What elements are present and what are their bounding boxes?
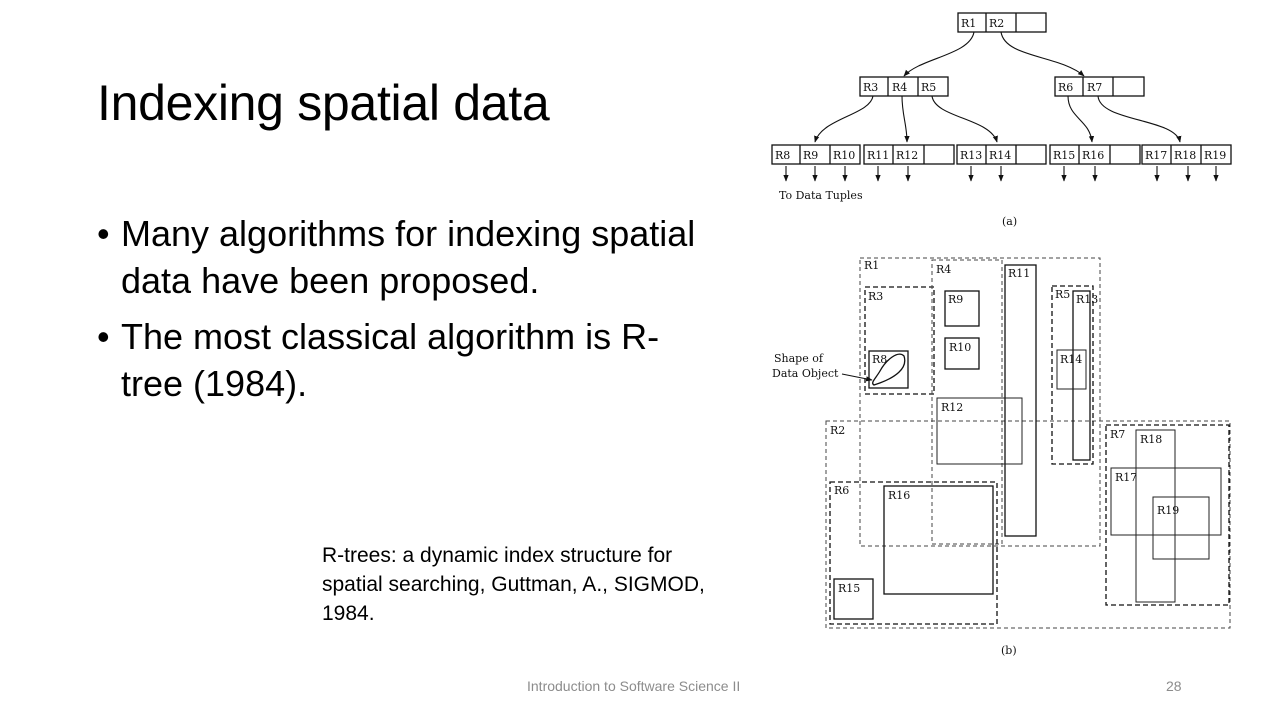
- rect-r1: [859, 257, 1101, 547]
- bullet-text: The most classical algorithm is R-tree (…: [121, 316, 660, 404]
- rect-r19: [1152, 496, 1210, 560]
- rect-r6: [829, 481, 998, 625]
- rect-r14: [1056, 349, 1087, 390]
- bullet-list: • Many algorithms for indexing spatial d…: [97, 210, 717, 416]
- rect-r7: [1105, 424, 1230, 606]
- rect-r2: [825, 420, 1231, 629]
- tree-arrow: [931, 95, 998, 143]
- node-label-r7: R7: [1087, 81, 1102, 94]
- rect-label-r17: R17: [1115, 471, 1137, 484]
- rect-label-r2: R2: [830, 424, 845, 437]
- rect-r11: [1004, 264, 1037, 537]
- node-label-r3: R3: [863, 81, 878, 94]
- rtree-leaf-r13-r14: R13 R14: [956, 144, 1047, 165]
- rect-label-r15: R15: [838, 582, 860, 595]
- rect-label-r8: R8: [872, 353, 887, 366]
- leaf-label-r17: R17: [1145, 149, 1167, 162]
- rect-r13: [1072, 290, 1091, 461]
- leaf-label-r19: R19: [1204, 149, 1226, 162]
- leaf-label-r16: R16: [1082, 149, 1104, 162]
- bullet-item: • Many algorithms for indexing spatial d…: [97, 210, 717, 304]
- rect-label-r4: R4: [936, 263, 951, 276]
- rect-label-r7: R7: [1110, 428, 1125, 441]
- rect-label-r13: R13: [1076, 293, 1098, 306]
- rect-label-r14: R14: [1060, 353, 1082, 366]
- slide-title: Indexing spatial data: [97, 75, 550, 131]
- leaf-label-r10: R10: [833, 149, 855, 162]
- rect-r12: [936, 397, 1023, 465]
- rect-label-r11: R11: [1008, 267, 1030, 280]
- rtree-node-r3-r5: R3 R4 R5: [859, 76, 949, 97]
- caption-a: (a): [1002, 215, 1017, 228]
- rect-r17: [1110, 467, 1222, 536]
- tree-arrow: [1097, 95, 1182, 143]
- rect-r9: [944, 290, 980, 327]
- rect-label-r12: R12: [941, 401, 963, 414]
- rect-label-r19: R19: [1157, 504, 1179, 517]
- shape-label-line1: Shape of: [774, 352, 824, 365]
- leaf-label-r8: R8: [775, 149, 790, 162]
- rect-label-r5: R5: [1055, 288, 1070, 301]
- rect-r15: [833, 578, 874, 620]
- tree-arrow: [903, 31, 975, 77]
- rect-r16: [883, 485, 994, 595]
- rtree-node-r6-r7: R6 R7: [1054, 76, 1145, 97]
- rect-label-r6: R6: [834, 484, 849, 497]
- data-object-shape: [872, 353, 906, 386]
- bullet-text: Many algorithms for indexing spatial dat…: [121, 213, 696, 301]
- leaf-label-r15: R15: [1053, 149, 1075, 162]
- tree-arrow: [1000, 31, 1085, 77]
- caption-b: (b): [1001, 644, 1017, 657]
- tree-arrow: [1067, 95, 1095, 143]
- node-label-r1: R1: [961, 17, 976, 30]
- rect-label-r10: R10: [949, 341, 971, 354]
- rect-r8: [868, 350, 909, 389]
- page-number: 28: [1166, 678, 1182, 694]
- rtree-root-node: R1 R2: [957, 12, 1047, 33]
- leaf-label-r12: R12: [896, 149, 918, 162]
- rect-r18: [1135, 429, 1176, 603]
- rtree-figure: R1 R2 R3 R4 R5 R6 R7 R8 R9 R10 R11 R12: [771, 12, 1232, 657]
- rect-r5: [1051, 285, 1094, 465]
- rect-label-r9: R9: [948, 293, 963, 306]
- node-label-r5: R5: [921, 81, 936, 94]
- leaf-label-r13: R13: [960, 149, 982, 162]
- rect-label-r1: R1: [864, 259, 879, 272]
- leaf-label-r11: R11: [867, 149, 889, 162]
- rtree-leaf-r15-r16: R15 R16: [1049, 144, 1141, 165]
- leaf-label-r18: R18: [1174, 149, 1196, 162]
- bullet-marker: •: [97, 316, 110, 357]
- rect-label-r18: R18: [1140, 433, 1162, 446]
- rtree-leaf-r17-r19: R17 R18 R19: [1141, 144, 1232, 165]
- data-tuple-arrows: [783, 166, 1219, 182]
- rect-r4: [931, 259, 1003, 545]
- bullet-item: • The most classical algorithm is R-tree…: [97, 313, 717, 407]
- rect-label-r16: R16: [888, 489, 910, 502]
- rtree-leaf-r11-r12: R11 R12: [863, 144, 955, 165]
- shape-pointer-arrow: [841, 373, 873, 382]
- bullet-marker: •: [97, 213, 110, 254]
- rect-r10: [944, 337, 980, 370]
- rtree-leaf-r8-r10: R8 R9 R10: [771, 144, 861, 165]
- rect-label-r3: R3: [868, 290, 883, 303]
- rect-r3: [864, 286, 935, 395]
- tree-arrow: [901, 95, 910, 143]
- leaf-label-r9: R9: [803, 149, 818, 162]
- tree-arrow: [814, 95, 874, 143]
- shape-label-line2: Data Object: [772, 367, 839, 380]
- to-data-tuples-label: To Data Tuples: [779, 189, 863, 202]
- node-label-r4: R4: [892, 81, 907, 94]
- node-label-r6: R6: [1058, 81, 1073, 94]
- footer-course-title: Introduction to Software Science II: [527, 678, 741, 694]
- node-label-r2: R2: [989, 17, 1004, 30]
- citation-text: R-trees: a dynamic index structure for s…: [322, 544, 705, 625]
- leaf-label-r14: R14: [989, 149, 1011, 162]
